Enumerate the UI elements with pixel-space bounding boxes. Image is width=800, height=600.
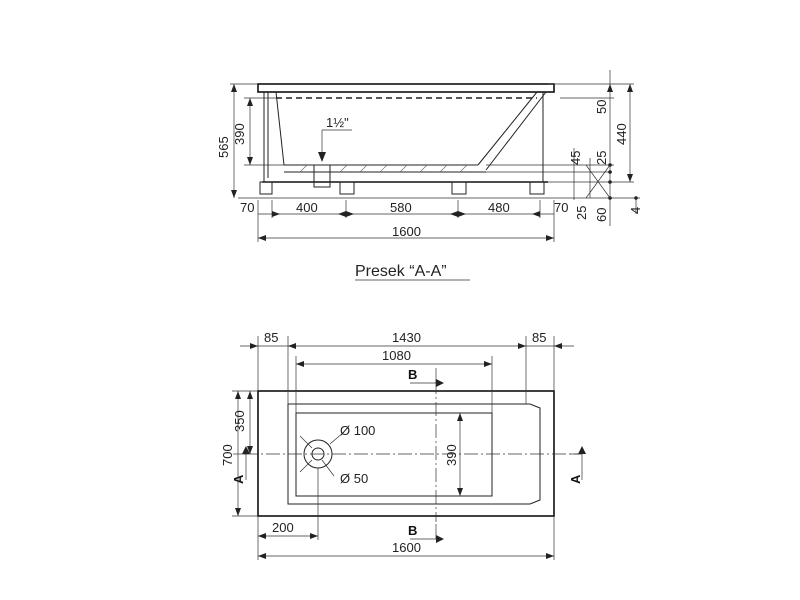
top-view: Ø 100 Ø 50 B B A A 85	[220, 330, 586, 560]
dim-70-right: 70	[554, 200, 568, 215]
feet	[259, 181, 545, 195]
tub-basin	[287, 403, 541, 505]
dim-85-left: 85	[264, 330, 278, 345]
section-b-top: B	[408, 367, 417, 382]
dim-700: 700	[220, 444, 235, 466]
dim-390-top: 390	[444, 444, 459, 466]
dim-45: 45	[568, 151, 583, 165]
dim-400: 400	[296, 200, 318, 215]
tub-floor-area	[295, 412, 493, 497]
pipe-size-label: 1½"	[326, 115, 349, 130]
tub-backrest-outer	[485, 91, 547, 171]
dim-1080: 1080	[382, 348, 411, 363]
dim-60: 60	[594, 208, 609, 222]
drain-outer-label: Ø 100	[340, 423, 375, 438]
dim-200: 200	[272, 520, 294, 535]
tub-rim	[257, 83, 555, 93]
dim-70-left: 70	[240, 200, 254, 215]
dim-1600-top: 1600	[392, 540, 421, 555]
dim-390-side: 390	[232, 123, 247, 145]
dim-1430: 1430	[392, 330, 421, 345]
section-a-right: A	[568, 474, 583, 484]
section-b-bottom: B	[408, 523, 417, 538]
drain-body	[313, 164, 331, 188]
dim-440: 440	[614, 123, 629, 145]
drain-leader-50	[321, 459, 335, 477]
floor-hatch	[299, 164, 468, 173]
side-view: 1½" 565 390 7	[216, 70, 643, 281]
tub-left-wall-inner	[275, 91, 285, 166]
dim-580: 580	[390, 200, 412, 215]
tub-backrest-inner	[477, 91, 538, 166]
section-caption: Presek “A-A”	[355, 263, 447, 280]
tub-outline	[257, 390, 555, 517]
dim-25-b: 25	[574, 206, 589, 220]
dim-50: 50	[594, 100, 609, 114]
dim-1600-side: 1600	[392, 224, 421, 239]
dim-565: 565	[216, 136, 231, 158]
dim-480: 480	[488, 200, 510, 215]
drain-inner-label: Ø 50	[340, 471, 368, 486]
dim-85-right: 85	[532, 330, 546, 345]
dim-25-a: 25	[594, 151, 609, 165]
dim-4: 4	[628, 207, 643, 214]
section-a-left: A	[231, 474, 246, 484]
drain-pointer-arrow	[318, 152, 326, 162]
dim-350: 350	[232, 410, 247, 432]
drain-leader-100	[329, 431, 345, 445]
